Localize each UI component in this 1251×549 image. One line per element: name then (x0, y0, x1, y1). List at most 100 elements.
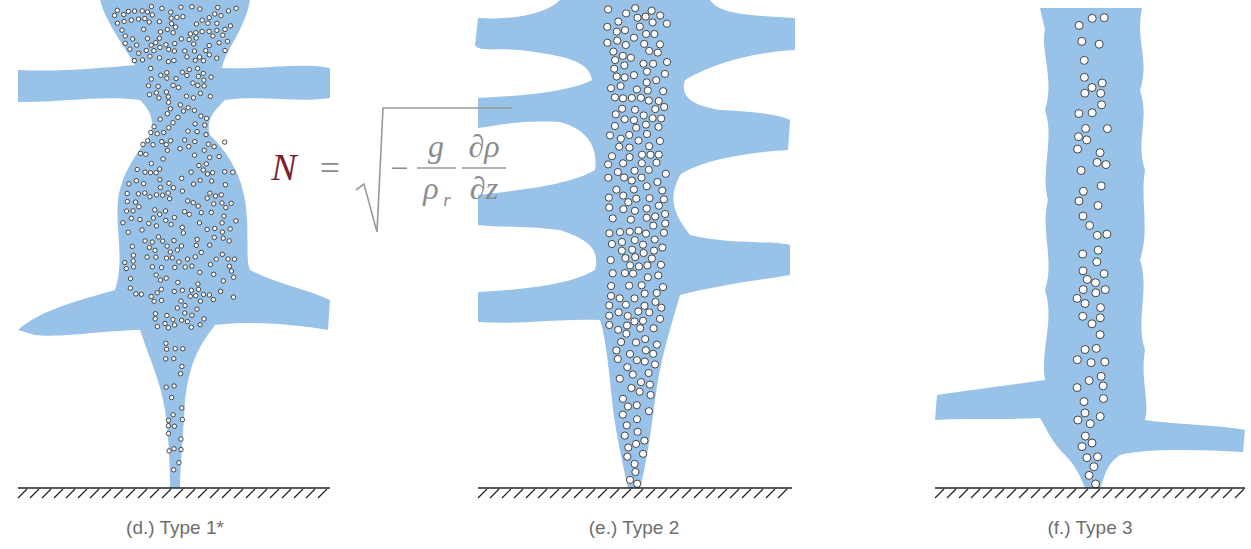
hatch-line (706, 489, 715, 498)
bubble (1085, 377, 1093, 385)
bubble (621, 116, 628, 123)
bubble (621, 27, 628, 34)
bubble (166, 191, 170, 195)
bubble (192, 153, 196, 157)
hatch-line (598, 489, 607, 498)
bubble (1073, 356, 1081, 364)
bubble (631, 167, 638, 174)
bubble (180, 364, 184, 368)
bubble (623, 322, 630, 329)
bubble (167, 126, 171, 130)
bubble (174, 76, 178, 80)
bubble (225, 39, 229, 43)
bubble (137, 205, 141, 209)
bubble (611, 94, 618, 101)
hatch-line (174, 489, 183, 498)
bubble (652, 106, 659, 113)
hatch-line (1115, 489, 1124, 498)
bubble (633, 195, 640, 202)
bubble (606, 312, 613, 319)
bubble (1100, 14, 1108, 22)
bubble (208, 94, 212, 98)
bubble (214, 257, 218, 261)
bubble (613, 347, 620, 354)
bubble (620, 160, 627, 167)
bubble (180, 70, 184, 74)
bubble (190, 264, 194, 268)
bubble (639, 450, 646, 457)
bubble (635, 137, 642, 144)
bubble (220, 221, 224, 225)
bubble (190, 5, 194, 9)
bubble (212, 235, 216, 239)
bubble (619, 52, 626, 59)
bubble (652, 298, 659, 305)
bubble (1088, 109, 1096, 117)
bubble (608, 282, 615, 289)
bubble (132, 58, 136, 62)
bubble (1077, 167, 1085, 175)
bubble (179, 37, 183, 41)
bubble (149, 130, 153, 134)
bubble (1093, 258, 1101, 266)
hatch-line (102, 489, 111, 498)
hatch-line (90, 489, 99, 498)
bubble (186, 199, 190, 203)
bubble (179, 299, 183, 303)
bubble (183, 311, 187, 315)
bubble (202, 78, 206, 82)
bubble (651, 30, 658, 37)
bubble (209, 210, 213, 214)
gravity-symbol: g (428, 130, 444, 162)
hatch-line (1127, 489, 1136, 498)
bubble (656, 137, 663, 144)
bubble (637, 379, 644, 386)
bubble (164, 357, 168, 361)
bubble (150, 240, 154, 244)
bubble (639, 317, 646, 324)
bubble (641, 302, 648, 309)
bubble (227, 239, 231, 243)
hatch-line (210, 489, 219, 498)
ground (18, 487, 1245, 489)
bubble (196, 204, 200, 208)
bubble (607, 85, 614, 92)
bubble (640, 60, 647, 67)
bubble (654, 49, 661, 56)
bubble (220, 201, 224, 205)
hatch-line (162, 489, 171, 498)
bubble (1090, 463, 1098, 471)
bubble (166, 100, 170, 104)
bubble (152, 299, 156, 303)
bubble (1094, 453, 1102, 461)
bubble (198, 322, 202, 326)
bubble (196, 287, 200, 291)
bubble (164, 385, 168, 389)
bubble (171, 31, 175, 35)
bubble (640, 112, 647, 119)
bubble (202, 84, 206, 88)
bubble (172, 49, 176, 53)
bubble (115, 8, 119, 12)
bubble (624, 453, 631, 460)
bubble (164, 142, 168, 146)
hatch-line (306, 489, 315, 498)
bubble (171, 121, 175, 125)
bubble (167, 181, 171, 185)
bubble (631, 237, 638, 244)
bubble (152, 49, 156, 53)
bubble (1099, 382, 1107, 390)
bubble (655, 97, 662, 104)
bubble (154, 193, 158, 197)
bubble (169, 16, 173, 20)
bubble (212, 272, 216, 276)
bubble (645, 97, 652, 104)
bubble (166, 326, 170, 330)
bubble (149, 161, 153, 165)
hatch-line (1007, 489, 1016, 498)
hatch-line (1019, 489, 1028, 498)
bubble (140, 228, 144, 232)
bubble (172, 215, 176, 219)
bubble (124, 209, 128, 213)
